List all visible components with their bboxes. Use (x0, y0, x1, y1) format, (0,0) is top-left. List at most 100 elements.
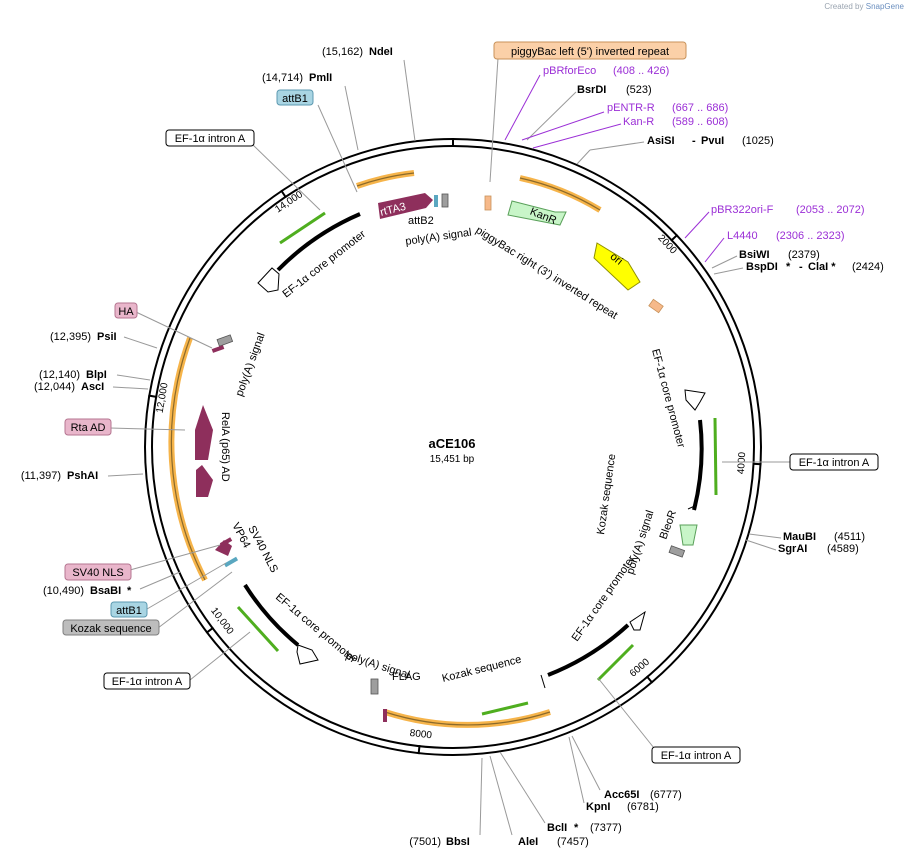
svg-text:MauBI: MauBI (783, 531, 816, 543)
svg-text:AsiSI: AsiSI (647, 135, 675, 147)
svg-text:(7457): (7457) (557, 836, 589, 848)
site-pmli: (14,714) PmlI (262, 72, 359, 151)
svg-text:EF-1α intron A: EF-1α intron A (175, 133, 246, 145)
ha-box (211, 345, 225, 353)
kozak-mark-bottom (540, 674, 546, 689)
svg-text:NdeI: NdeI (369, 46, 393, 58)
intron-arc-right-inner (519, 177, 601, 211)
svg-text:AleI: AleI (518, 836, 538, 848)
ori-label: ori (608, 251, 625, 268)
box-ha: HA (114, 302, 213, 349)
svg-text:pBRforEco: pBRforEco (543, 65, 596, 77)
polya-box-bottom (370, 678, 379, 695)
label-ef1a-core-bottom-left: EF-1α core promoter (273, 591, 359, 666)
site-bbsi: (7501) BbsI (409, 757, 483, 848)
brand-created-by: Created by (824, 2, 864, 11)
svg-text:PmlI: PmlI (309, 72, 332, 84)
svg-text:EF-1α intron A: EF-1α intron A (112, 676, 183, 688)
svg-text:ClaI *: ClaI * (808, 261, 836, 273)
attb1-left-box (223, 556, 239, 568)
svg-text:(2379): (2379) (788, 249, 820, 261)
tick-label: 8000 (409, 728, 433, 741)
label-flag: FLAG (392, 671, 421, 683)
plasmid-length: 15,451 bp (430, 454, 475, 465)
flag-box (383, 709, 387, 722)
box-ef1a-intron-2: EF-1α intron A (103, 631, 251, 690)
box-ef1a-intron-4: EF-1α intron A (597, 677, 741, 764)
hollow-arrow-right (684, 389, 706, 411)
site-acc65i: Acc65I (6777) (571, 735, 682, 801)
tick-mark (752, 462, 762, 466)
svg-text:(12,044): (12,044) (34, 381, 75, 393)
sv40nls-box (219, 537, 233, 547)
svg-text:(6777): (6777) (650, 789, 682, 801)
svg-text:piggyBac left (5') inverted re: piggyBac left (5') inverted repeat (511, 46, 669, 58)
svg-text:-: - (692, 135, 696, 147)
svg-text:(6781): (6781) (627, 801, 659, 813)
box-rta-ad: Rta AD (64, 418, 186, 436)
rela-arrow-2 (196, 465, 213, 497)
site-kpni: KpnI (6781) (568, 736, 659, 813)
intron-arc-left-inner (170, 337, 206, 581)
promoter-arrow-bottom-left (236, 605, 280, 653)
tick-mark (645, 675, 654, 684)
label-sv40nls: SV40 NLS (245, 524, 280, 575)
svg-text:KpnI: KpnI (586, 801, 610, 813)
tick-mark (670, 233, 679, 242)
svg-text:EF-1α intron A: EF-1α intron A (799, 457, 870, 469)
label-kozak-right: Kozak sequence (595, 453, 618, 535)
promoter-arrow-right (713, 417, 718, 496)
label-rela: RelA (p65) AD (219, 412, 231, 482)
rela-arrow-1 (195, 405, 213, 460)
svg-text:(4589): (4589) (827, 543, 859, 555)
site-blpi: (12,140) BlpI (39, 369, 151, 381)
box-sv40-nls: SV40 NLS (64, 544, 221, 581)
svg-text:BsaBI: BsaBI (90, 585, 121, 597)
site-alei: AleI (7457) (489, 755, 589, 848)
polya-box-right (668, 545, 686, 558)
svg-text:PvuI: PvuI (701, 135, 724, 147)
tick-mark (280, 189, 287, 199)
site-ndei: (15,162) NdeI (322, 46, 416, 142)
hollow-arrow-top-left (257, 267, 280, 293)
hollow-arrow-bottom-left (296, 644, 319, 665)
svg-text:BsiWI: BsiWI (739, 249, 770, 261)
piggybac-left-box (484, 195, 492, 211)
label-attb2: attB2 (408, 215, 434, 227)
core-promoter-arc-lower-right (547, 623, 630, 677)
primer-pbrforeco: pBRforEco (408 .. 426) (504, 65, 669, 141)
box-kozak: Kozak sequence (62, 571, 233, 636)
tick-mark (205, 626, 215, 634)
svg-text:SV40 NLS: SV40 NLS (72, 567, 123, 579)
tick-label: 12,000 (155, 381, 171, 413)
svg-text:BlpI: BlpI (86, 369, 107, 381)
box-piggybac-left: piggyBac left (5') inverted repeat (489, 41, 687, 183)
tick-label: 4000 (736, 451, 748, 474)
svg-text:attB1: attB1 (282, 93, 308, 105)
svg-text:(2424): (2424) (852, 261, 884, 273)
svg-text:BspDI: BspDI (746, 261, 778, 273)
site-pshai: (11,397) PshAI (21, 470, 144, 482)
vp64-arrow (215, 540, 232, 556)
intron-arc-bottom-inner (384, 711, 551, 726)
svg-text:EF-1α intron A: EF-1α intron A (661, 750, 732, 762)
site-maubi: MauBI (4511) (748, 531, 865, 543)
svg-text:(7377): (7377) (590, 822, 622, 834)
svg-text:(523): (523) (626, 84, 652, 96)
attb2-box (434, 195, 438, 207)
label-kozak-bottom: Kozak sequence (441, 654, 523, 685)
piggybac-right-box (648, 298, 664, 314)
svg-text:(408 .. 426): (408 .. 426) (613, 65, 669, 77)
brand-name: SnapGene (865, 2, 904, 11)
label-ef1a-core-top-left: EF-1α core promoter (280, 228, 368, 300)
primer-pbr322ori-f: pBR322ori-F (2053 .. 2072) (684, 204, 865, 239)
site-asisi: AsiSI - PvuI (1025) (576, 135, 774, 165)
kozak-mark-right (687, 504, 698, 510)
svg-text:(2053 .. 2072): (2053 .. 2072) (796, 204, 865, 216)
site-bcli: BclI * (7377) (499, 751, 622, 834)
promoter-arrow-top-left (279, 211, 326, 245)
svg-text:attB1: attB1 (116, 605, 142, 617)
snapgene-brand: Created by SnapGene (824, 2, 904, 11)
svg-text:SgrAI: SgrAI (778, 543, 807, 555)
